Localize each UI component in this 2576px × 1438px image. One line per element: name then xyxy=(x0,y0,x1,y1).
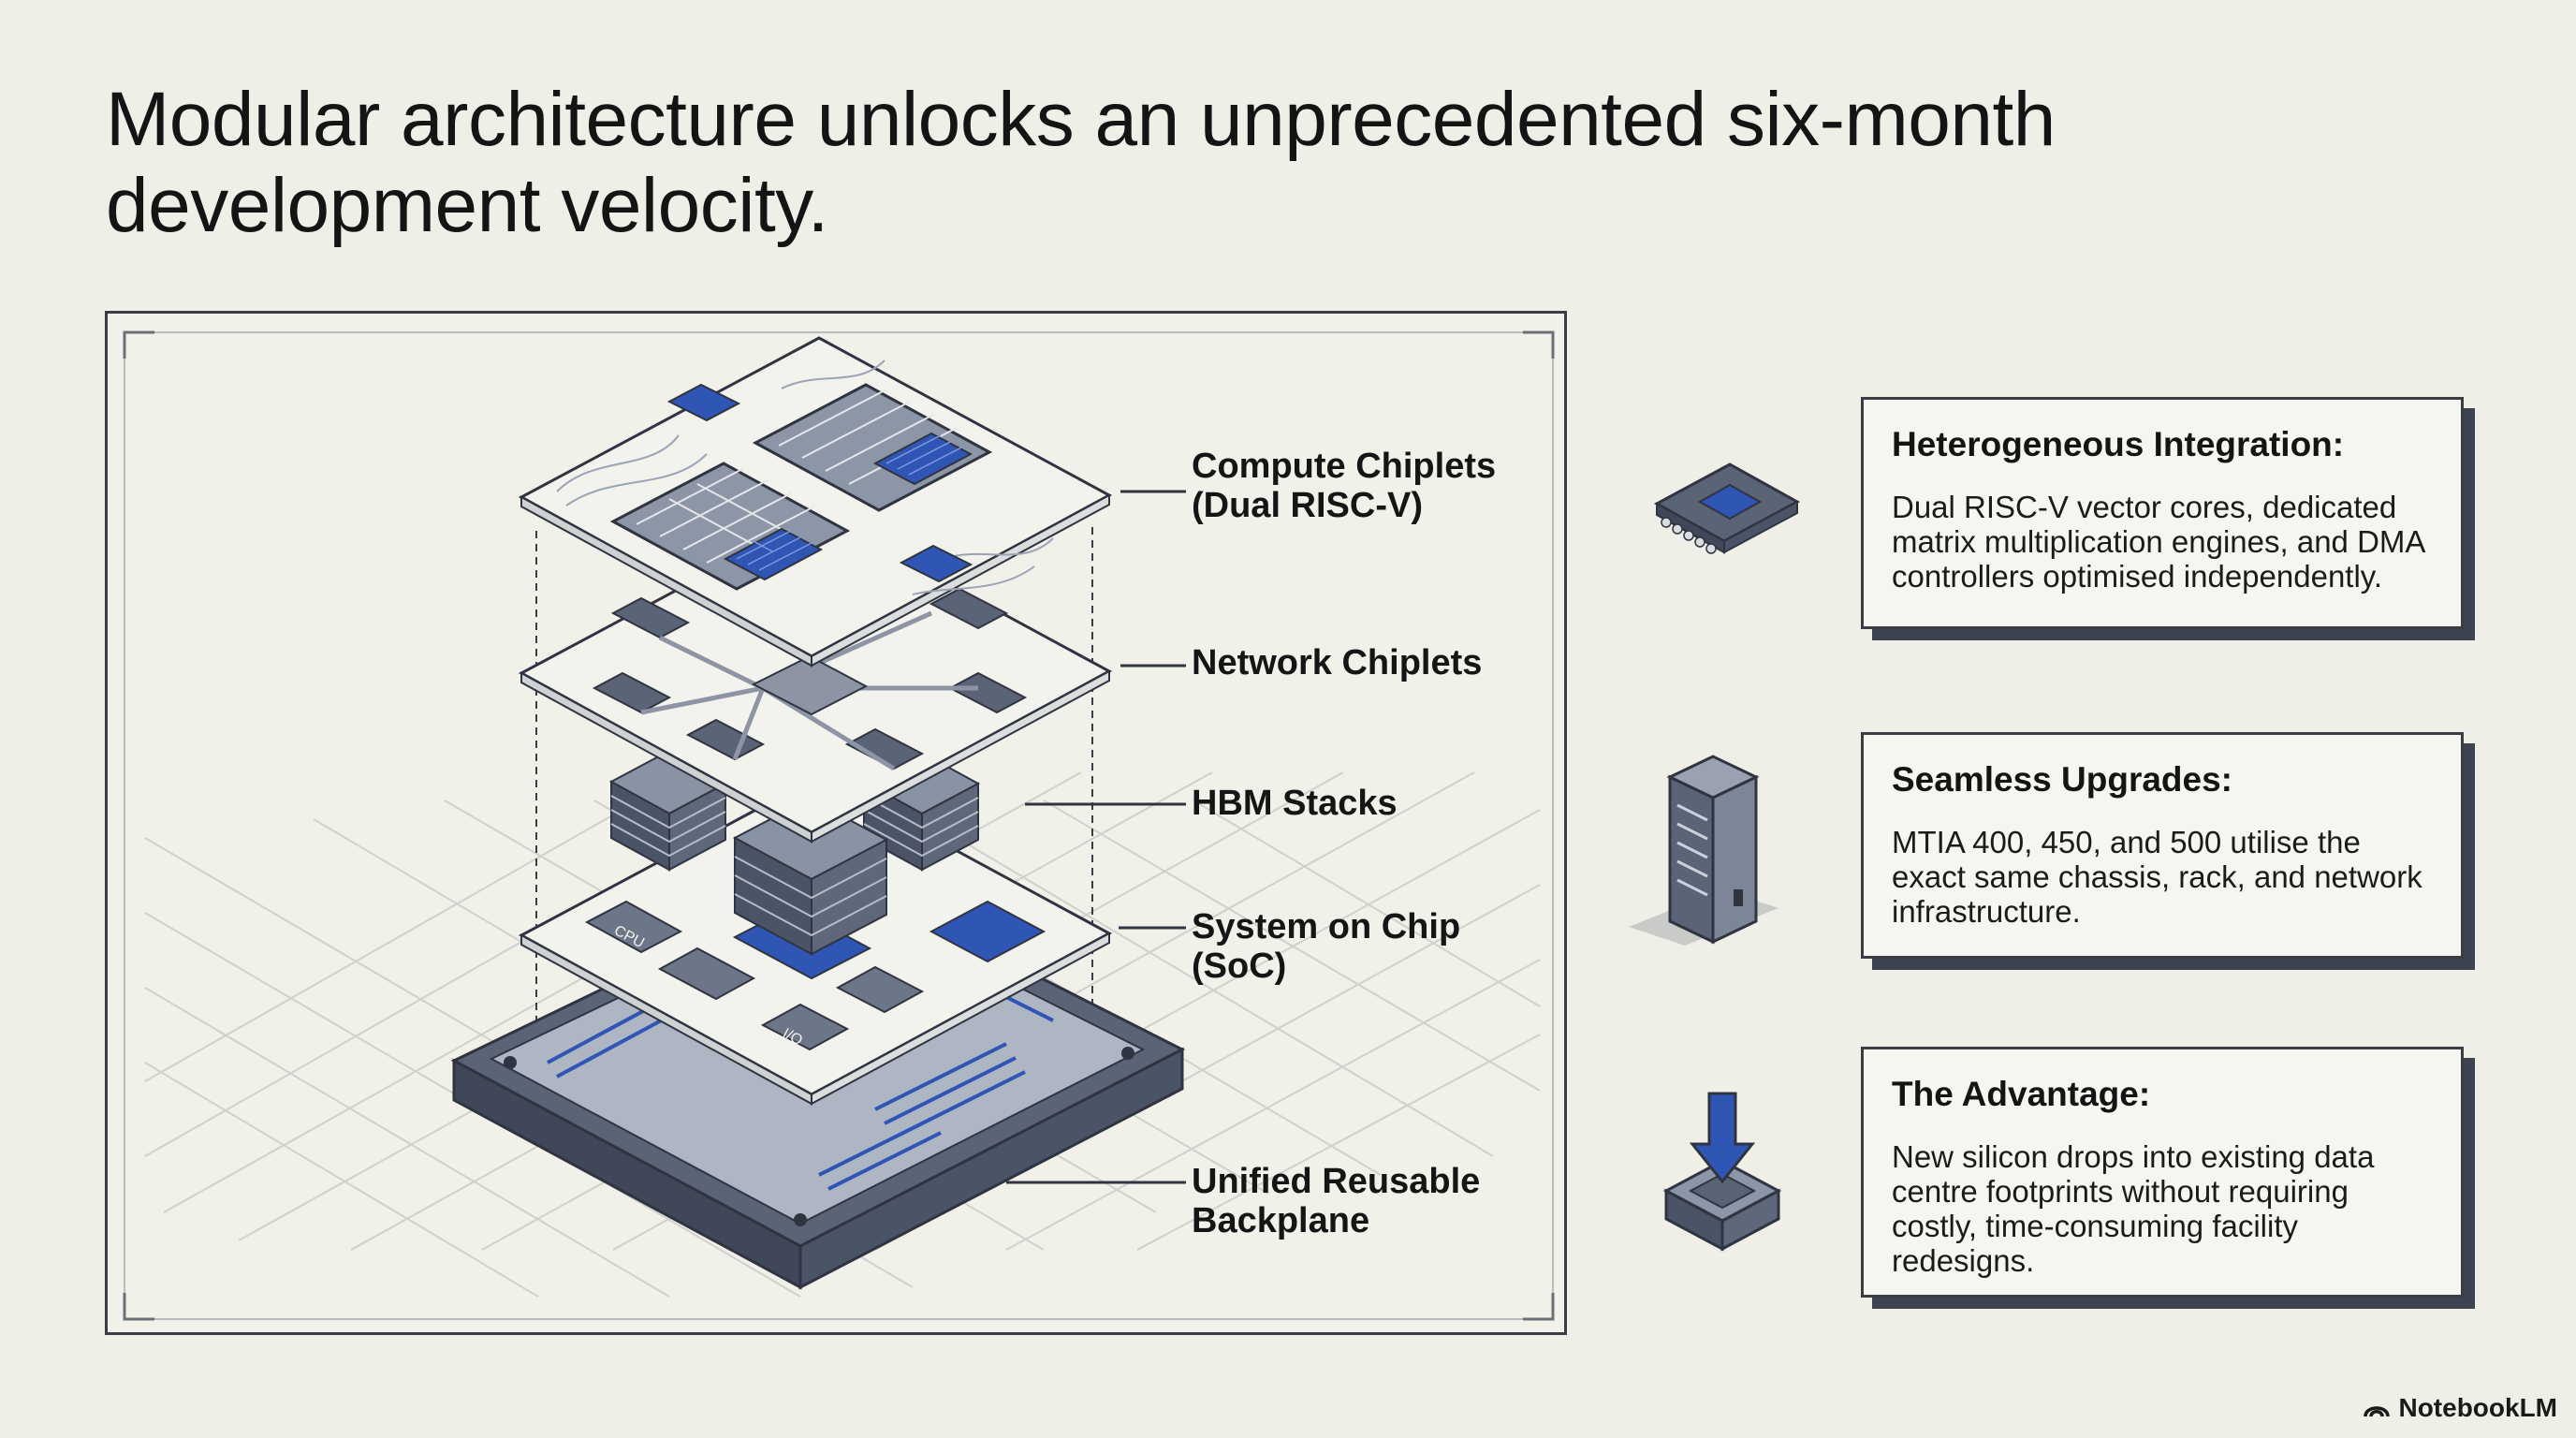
card-body: MTIA 400, 450, and 500 utilise the exact… xyxy=(1892,825,2422,929)
server-rack-icon xyxy=(1629,749,1797,950)
network-chiplets-layer xyxy=(518,512,1113,844)
card-title: Seamless Upgrades: xyxy=(1892,760,2233,799)
card-body: New silicon drops into existing data cen… xyxy=(1892,1139,2375,1278)
hbm-stack-left xyxy=(608,750,728,872)
chip-icon xyxy=(1647,457,1807,574)
label-unified-backplane: Unified Reusable Backplane xyxy=(1192,1162,1481,1240)
label-network-chiplets: Network Chiplets xyxy=(1192,643,1483,682)
label-leader-lines xyxy=(1006,490,1186,1184)
label-compute-chiplets: Compute Chiplets (Dual RISC-V) xyxy=(1192,447,1497,525)
exploded-architecture-diagram: CPU I/O xyxy=(105,311,1567,1335)
compute-die-right xyxy=(752,383,993,512)
compute-die-left xyxy=(609,462,851,591)
label-hbm-stacks: HBM Stacks xyxy=(1192,784,1398,823)
notebooklm-brand: NotebookLM xyxy=(2363,1393,2557,1423)
page-title: Modular architecture unlocks an unpreced… xyxy=(106,77,2056,248)
notebooklm-logo-icon xyxy=(2364,1406,2391,1417)
card-heterogeneous-integration: Heterogeneous Integration: Dual RISC-V v… xyxy=(1861,397,2464,629)
diagram-svg: CPU I/O xyxy=(123,330,1555,1321)
card-title: The Advantage: xyxy=(1892,1075,2151,1113)
card-body: Dual RISC-V vector cores, dedicated matr… xyxy=(1892,490,2424,594)
card-title: Heterogeneous Integration: xyxy=(1892,425,2345,463)
frame-corner-brackets xyxy=(123,330,1555,1321)
drop-in-arrow-icon xyxy=(1647,1088,1797,1261)
compute-chiplets-layer xyxy=(518,336,1113,668)
label-system-on-chip: System on Chip (SoC) xyxy=(1192,907,1461,986)
card-the-advantage: The Advantage: New silicon drops into ex… xyxy=(1861,1047,2464,1298)
card-seamless-upgrades: Seamless Upgrades: MTIA 400, 450, and 50… xyxy=(1861,732,2464,959)
brand-name: NotebookLM xyxy=(2398,1393,2557,1422)
